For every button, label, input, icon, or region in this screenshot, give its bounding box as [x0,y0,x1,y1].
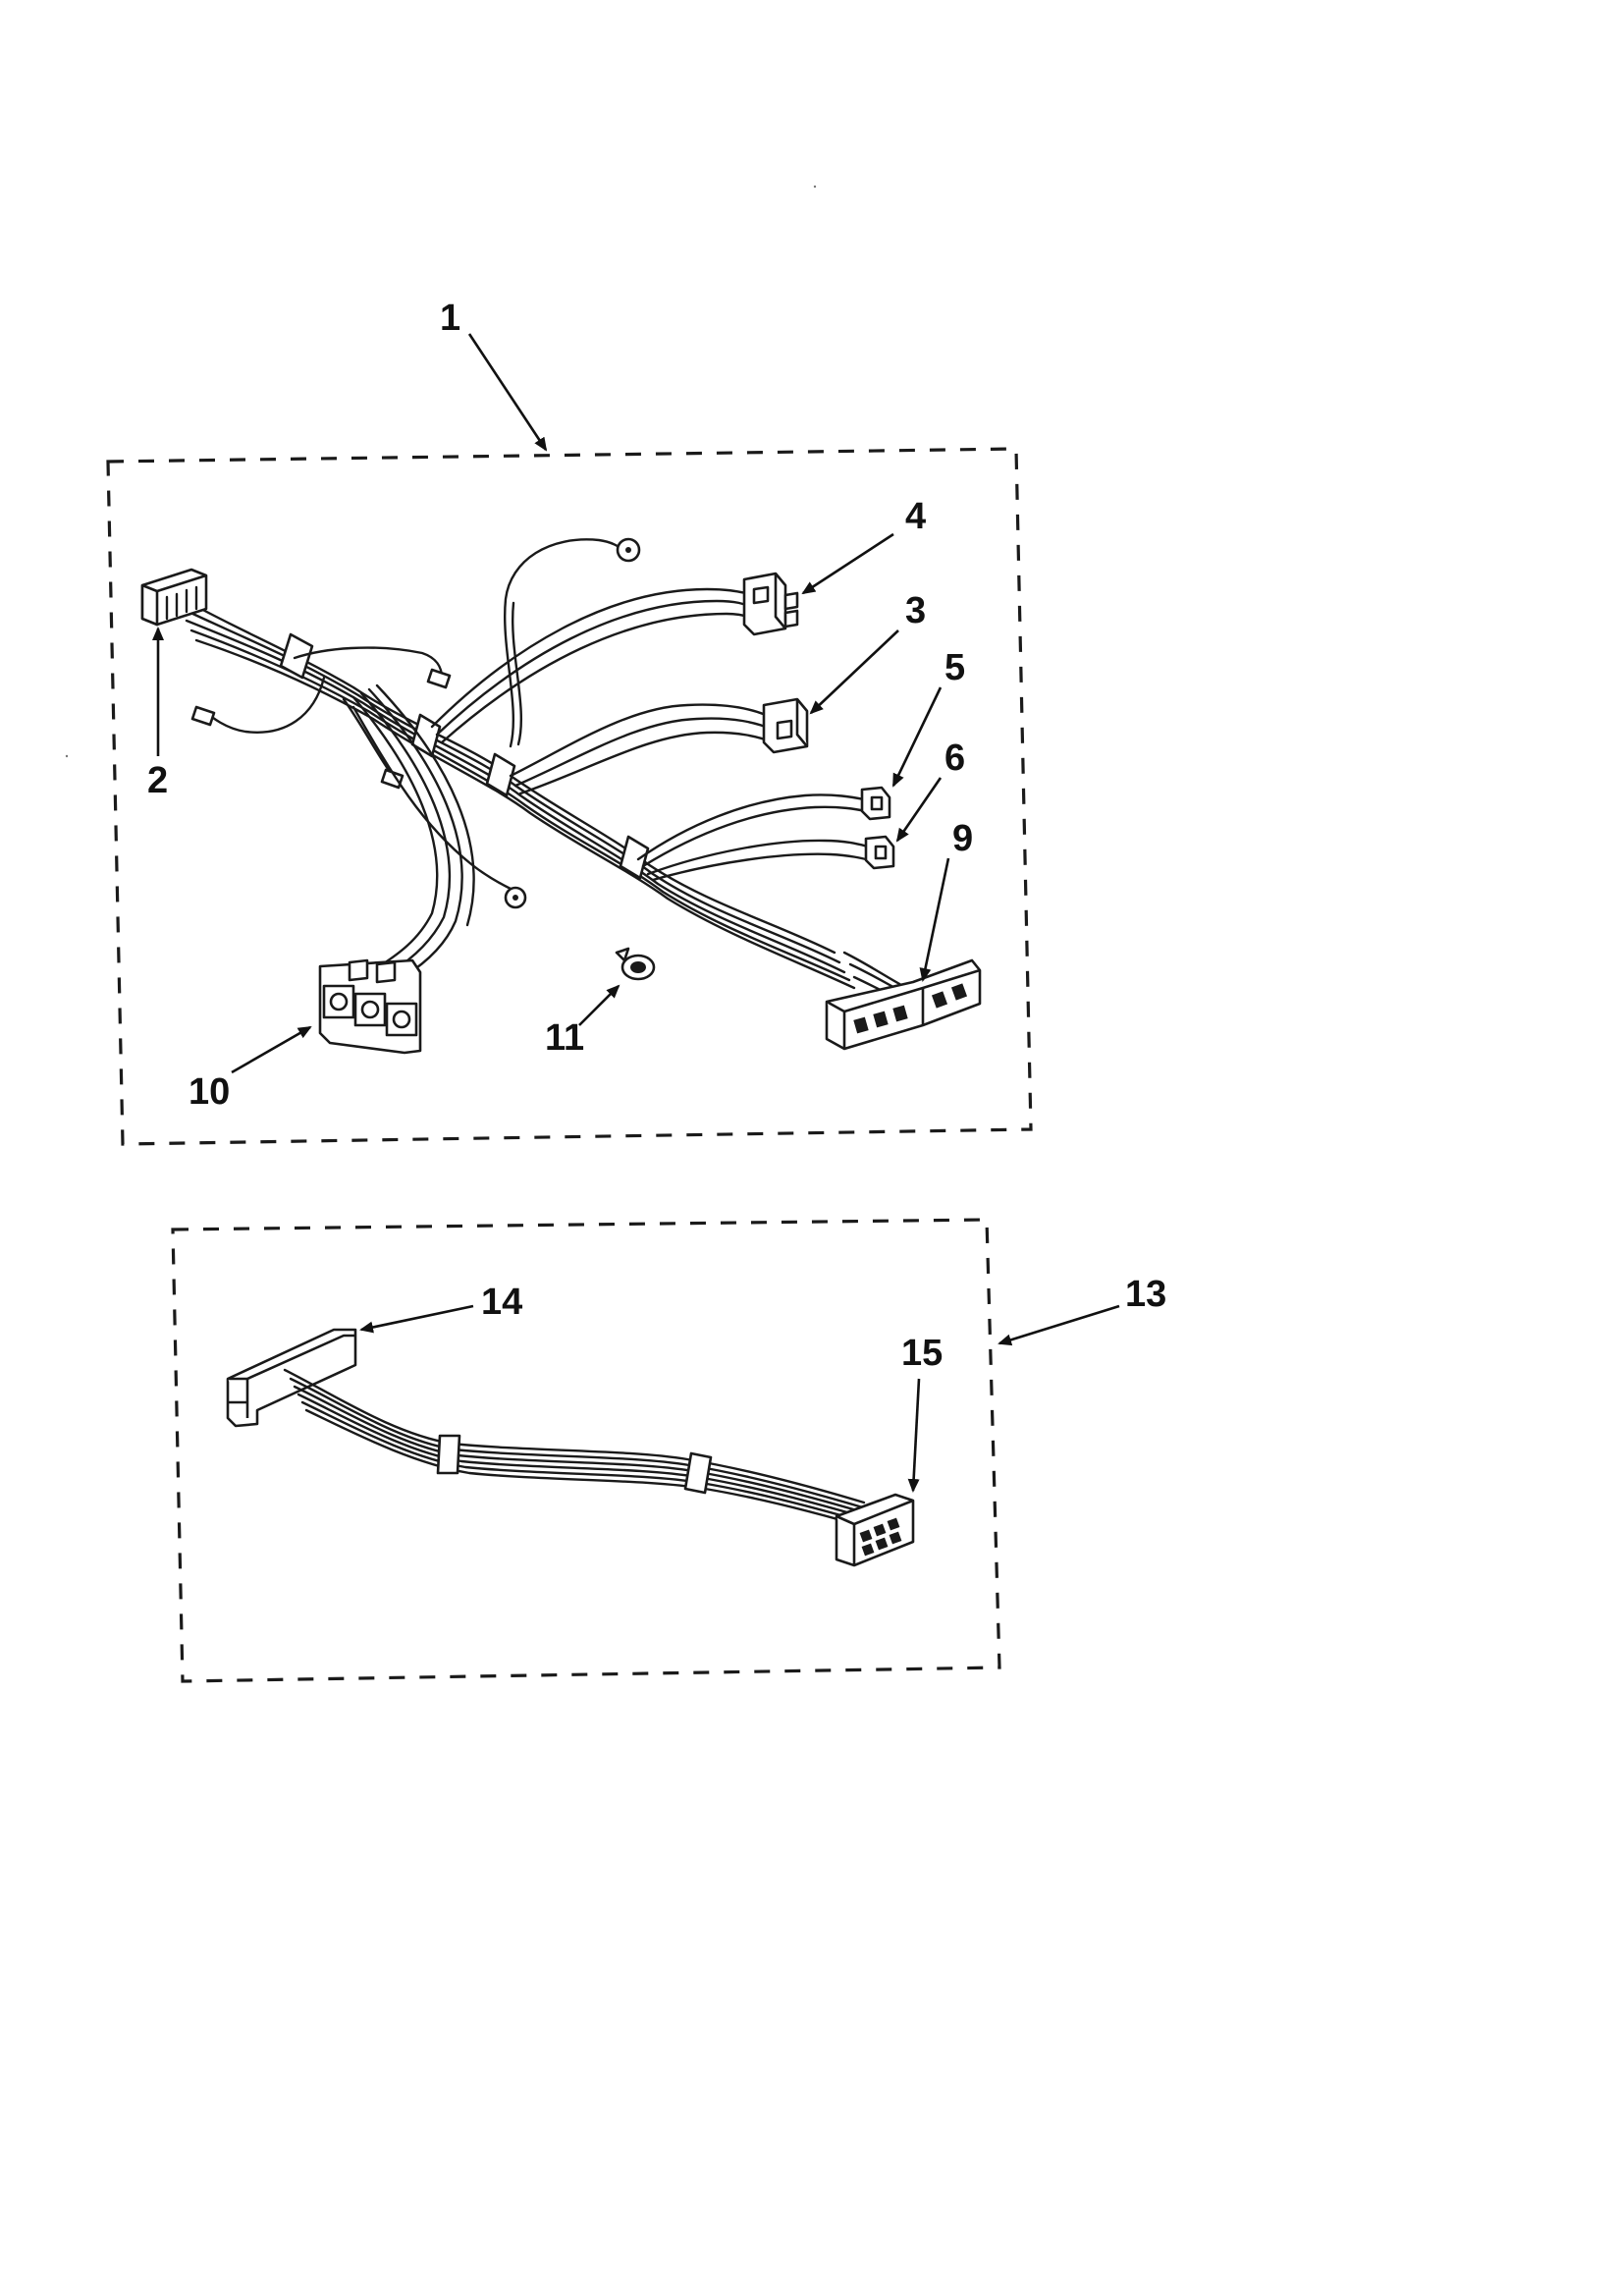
connector-3 [762,697,809,754]
connector-6 [864,835,895,870]
harness-13-ties [436,1434,713,1495]
scan-specks [65,185,817,758]
loose-leads-left [190,646,527,909]
callout-4-leader [801,532,894,595]
assembly-1-group: 1 2 [106,298,1033,1146]
ground-lead-top [504,537,641,748]
connector-14 [226,1328,357,1428]
connector-10 [318,958,422,1055]
callout-2-label: 2 [147,760,168,801]
connector-2 [140,568,208,627]
callout-11-leader [578,984,620,1026]
callout-6-label: 6 [944,738,965,779]
assembly-1-boundary [106,447,1033,1146]
connector-9 [825,958,982,1051]
leads-to-connector-5-6 [636,793,872,882]
callout-11-label: 11 [545,1017,584,1059]
callout-3-leader [809,629,899,715]
assembly-13-boundary [171,1218,1001,1683]
callout-6-leader [895,777,943,843]
callout-4-label: 4 [905,496,926,537]
callout-1-leader [467,333,548,452]
harness-13-wires [283,1368,884,1534]
callout-15-leader [907,1378,921,1493]
callout-14-leader [359,1304,474,1334]
leads-to-connector-10 [351,683,475,978]
callout-3-label: 3 [905,590,926,631]
assembly-13-group: 13 14 [171,1218,1166,1683]
callout-10-label: 10 [189,1071,230,1113]
connector-5 [860,786,891,821]
callout-13-leader [998,1304,1120,1346]
callout-9-label: 9 [952,818,973,859]
callout-5-leader [891,686,943,788]
leads-to-connector-3 [509,703,776,795]
callout-5-label: 5 [944,647,965,688]
connector-4 [742,572,799,636]
callout-13-label: 13 [1125,1274,1166,1315]
callout-14-label: 14 [481,1282,522,1323]
connector-15 [835,1493,915,1567]
callout-1-label: 1 [440,298,460,339]
callout-10-leader [231,1025,312,1074]
callout-9-leader [919,857,950,982]
part-11-clip [615,947,656,981]
callout-15-label: 15 [901,1333,943,1374]
